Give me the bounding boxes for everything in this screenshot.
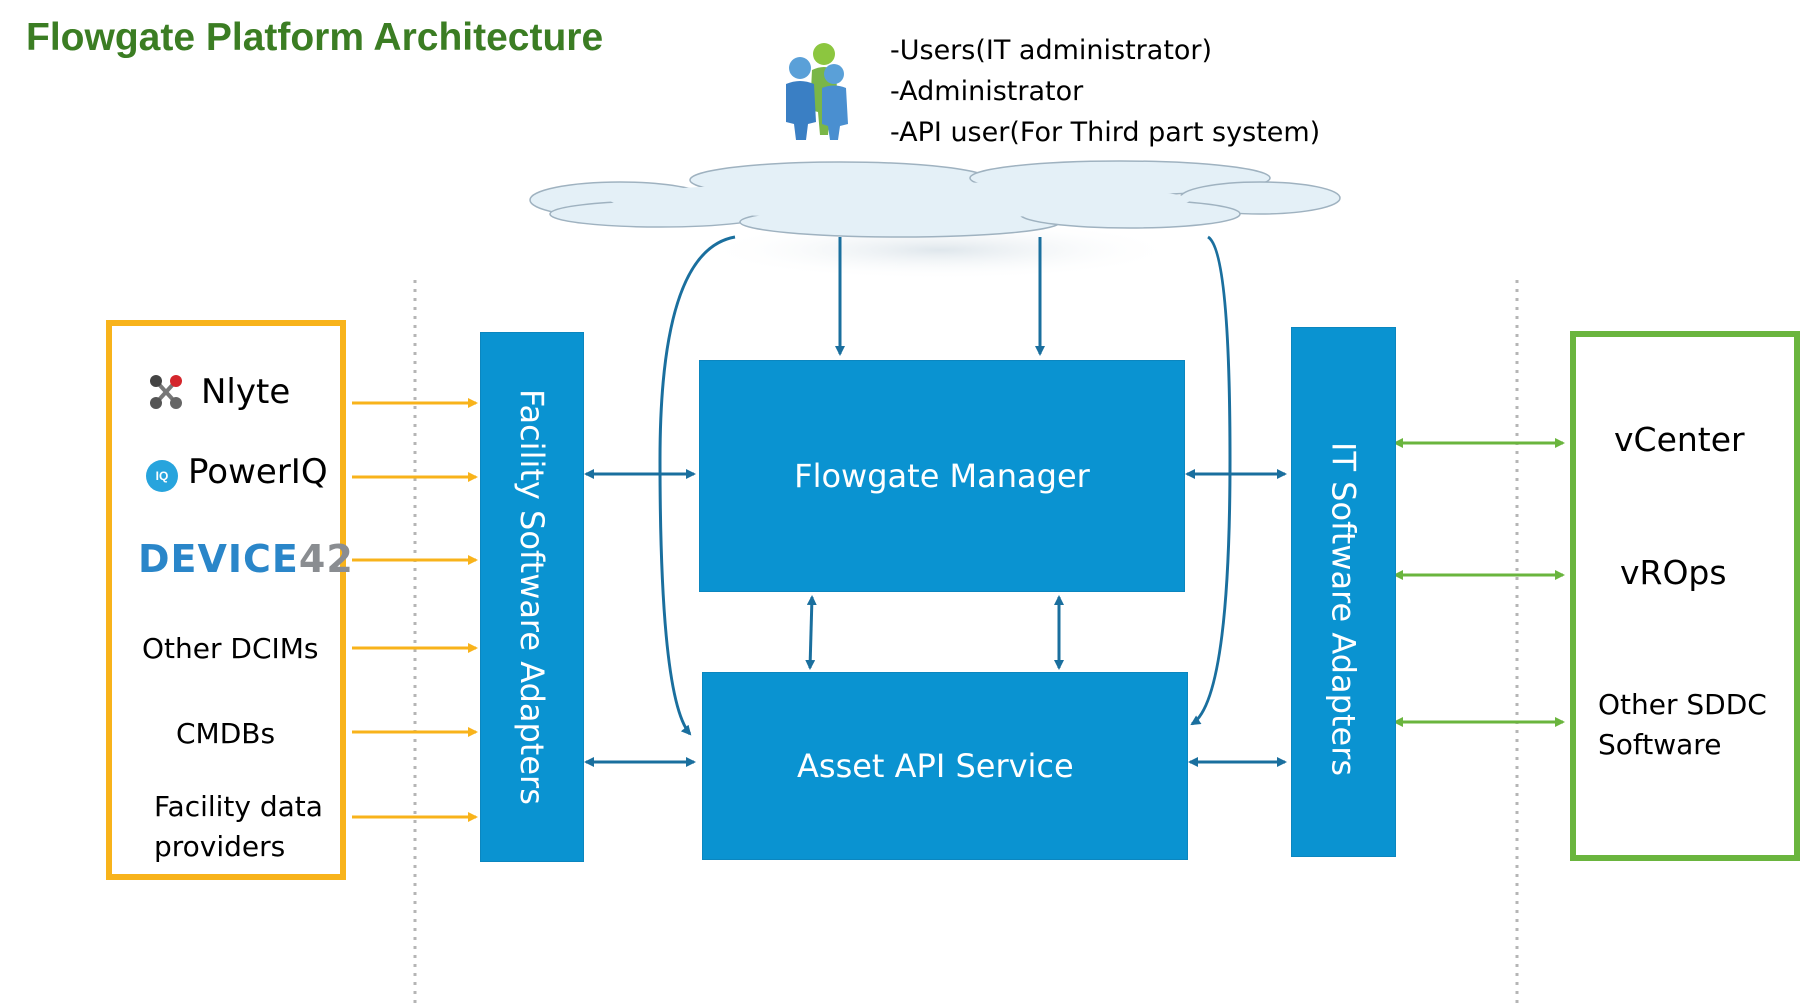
source-facility-data-line2: providers bbox=[154, 830, 286, 863]
target-vcenter: vCenter bbox=[1614, 420, 1745, 459]
it-software-adapters: IT Software Adapters bbox=[1291, 327, 1396, 857]
flowgate-manager-label: Flowgate Manager bbox=[794, 457, 1090, 495]
asset-api-service-label: Asset API Service bbox=[797, 747, 1074, 785]
device42-logo-number: 42 bbox=[298, 537, 354, 581]
flowgate-manager: Flowgate Manager bbox=[699, 360, 1185, 592]
device42-logo-text: DEVICE bbox=[138, 537, 299, 581]
nlyte-logo-icon bbox=[148, 373, 184, 413]
source-facility-data-line1: Facility data bbox=[154, 790, 323, 823]
source-other-dcims: Other DCIMs bbox=[142, 632, 319, 665]
target-vrops: vROps bbox=[1620, 553, 1727, 592]
it-adapters-label: IT Software Adapters bbox=[1324, 442, 1363, 777]
poweriq-logo-icon: IQ bbox=[146, 460, 178, 492]
source-poweriq: PowerIQ bbox=[188, 452, 328, 492]
source-cmdbs: CMDBs bbox=[176, 717, 276, 750]
target-other-sddc-line1: Other SDDC bbox=[1598, 688, 1767, 721]
user-role-item: -Users(IT administrator) bbox=[890, 35, 1213, 66]
facility-adapters-label: Facility Software Adapters bbox=[513, 389, 551, 805]
user-role-item: -API user(For Third part system) bbox=[890, 117, 1321, 148]
source-nlyte: Nlyte bbox=[201, 372, 291, 412]
poweriq-badge-text: IQ bbox=[155, 469, 169, 483]
asset-api-service: Asset API Service bbox=[702, 672, 1188, 860]
data-sources-box bbox=[106, 320, 346, 880]
user-role-item: -Administrator bbox=[890, 76, 1084, 107]
cloud-icon bbox=[529, 160, 1341, 280]
user-roles-list: -Users(IT administrator) -Administrator … bbox=[890, 30, 1320, 153]
sddc-targets-box bbox=[1570, 331, 1800, 861]
facility-software-adapters: Facility Software Adapters bbox=[480, 332, 584, 862]
users-group-icon bbox=[780, 40, 850, 140]
page-title: Flowgate Platform Architecture bbox=[26, 16, 604, 59]
device42-logo: DEVICE42 bbox=[138, 537, 354, 581]
target-other-sddc-line2: Software bbox=[1598, 728, 1722, 761]
